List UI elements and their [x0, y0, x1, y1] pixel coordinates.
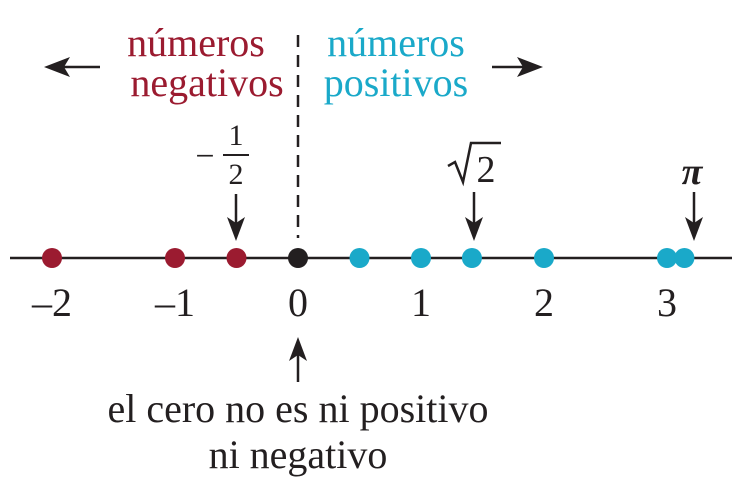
- zero-note-line2: ni negativo: [209, 432, 388, 477]
- tick-label: 1: [411, 280, 431, 325]
- point-positive-8: [657, 248, 677, 268]
- zero-note-line1: el cero no es ni positivo: [107, 386, 488, 431]
- tick-label: 2: [534, 280, 554, 325]
- zero-note-arrow-icon: [289, 337, 307, 382]
- tick-label: –1: [154, 280, 195, 325]
- tick-label: –2: [31, 280, 72, 325]
- pi-label: π: [682, 151, 704, 193]
- positive-heading-line2: positivos: [324, 60, 468, 105]
- sqrt2-radicand: 2: [477, 149, 496, 191]
- tick-label: 3: [657, 280, 677, 325]
- neg-half-numerator: 1: [229, 119, 244, 152]
- tick-labels-layer: –2 –1 0 1 2 3: [31, 280, 677, 325]
- neg-half-label: − 1 2: [195, 119, 249, 191]
- left-arrow-icon: [44, 57, 100, 77]
- point-positive-5: [411, 248, 431, 268]
- point-positive-7: [534, 248, 554, 268]
- positive-heading-line1: números: [327, 20, 465, 65]
- points-layer: [42, 248, 695, 268]
- sqrt2-label: 2: [447, 141, 501, 191]
- sqrt2-arrow-icon: [465, 192, 483, 241]
- radical-sign-icon: [447, 141, 501, 187]
- right-arrow-icon: [492, 57, 543, 77]
- point-zero-3: [288, 248, 308, 268]
- point-positive-9: [674, 248, 695, 268]
- neg-half-arrow-icon: [227, 194, 245, 241]
- pi-arrow-icon: [685, 192, 703, 241]
- point-negative-1: [165, 248, 185, 268]
- tick-label: 0: [288, 280, 308, 325]
- point-positive-6: [461, 248, 482, 268]
- point-negative-0: [42, 248, 62, 268]
- negative-heading-line1: números: [127, 20, 265, 65]
- neg-half-sign: −: [195, 138, 214, 175]
- negative-heading-line2: negativos: [130, 60, 283, 105]
- point-negative-2: [226, 248, 247, 268]
- point-positive-4: [349, 248, 370, 268]
- neg-half-denominator: 2: [229, 158, 244, 191]
